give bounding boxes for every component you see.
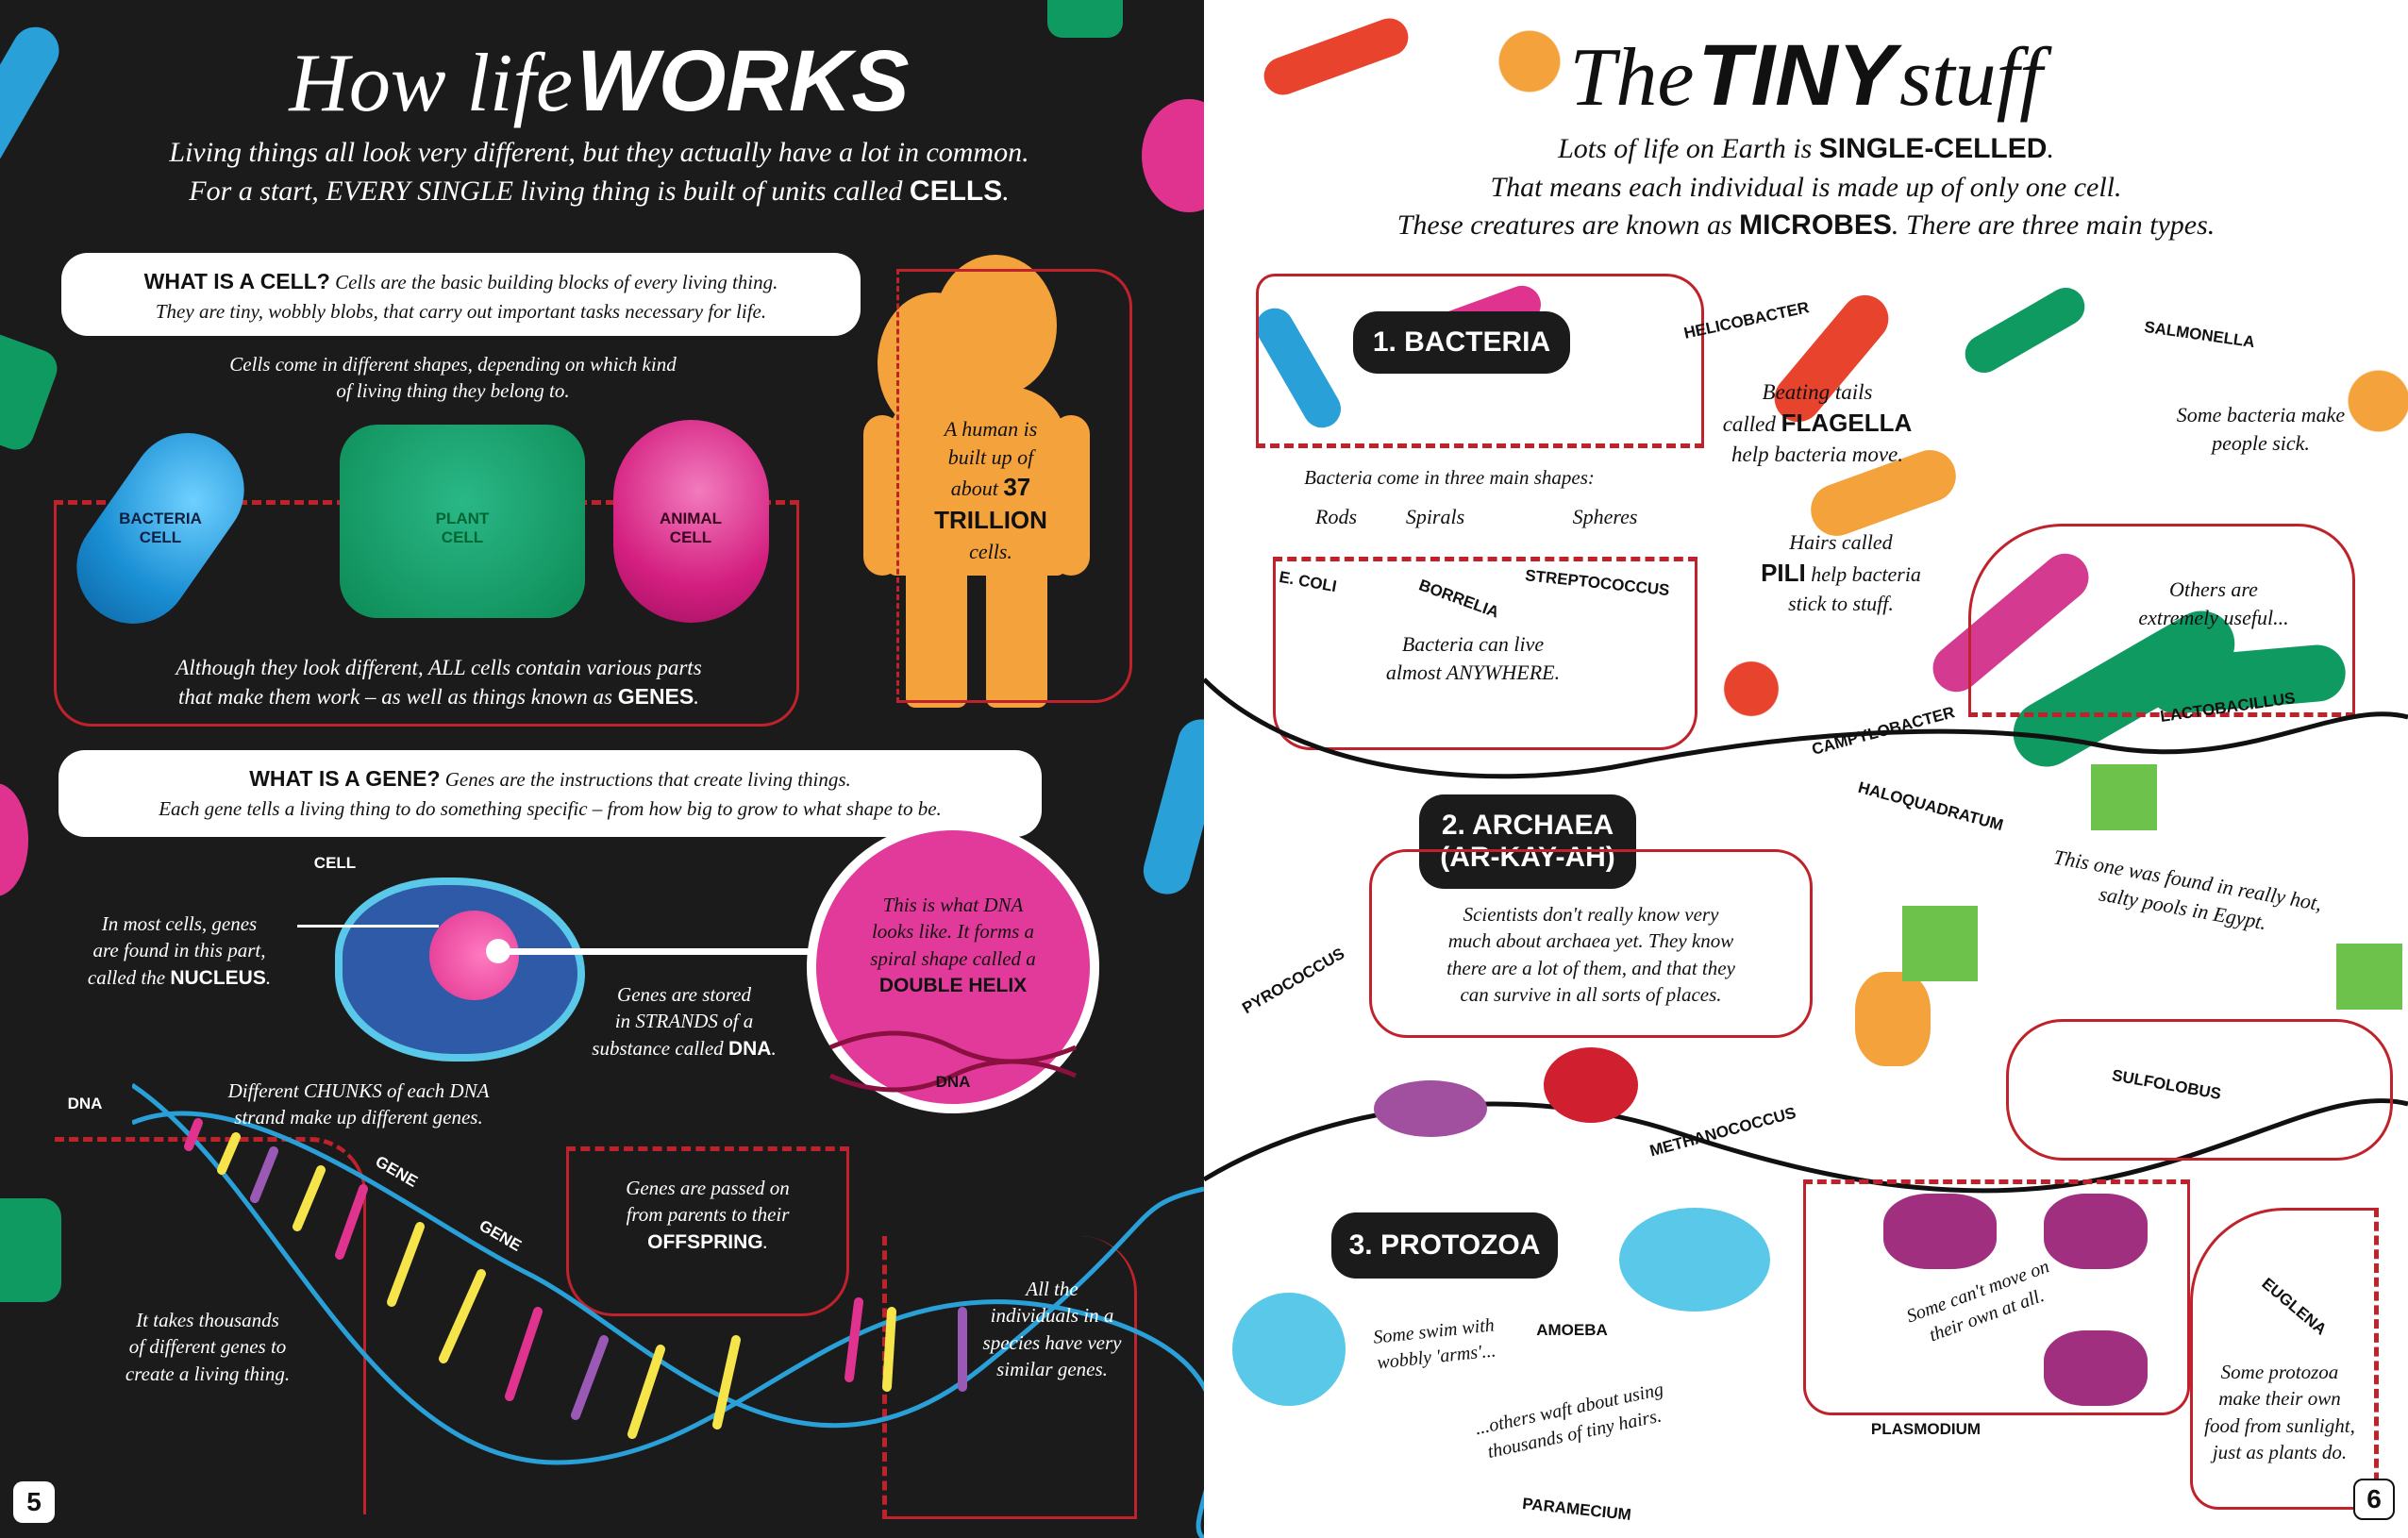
shape-spirals: Spirals	[1405, 505, 1465, 528]
intro-text: Living things all look very different, b…	[169, 137, 1029, 207]
decorative-microbe	[1232, 1293, 1346, 1406]
left-page: How life WORKS Living things all look ve…	[0, 0, 1236, 1538]
decorative-microbe	[2044, 1330, 2148, 1406]
decorative-microbe	[1487, 19, 1572, 104]
dna-label: DNA	[67, 1095, 103, 1112]
shapes-intro: Bacteria come in three main shapes:	[1304, 466, 1595, 489]
flagella-text: Beating tails called FLAGELLA help bacte…	[1722, 380, 1913, 467]
pointer-line	[297, 925, 439, 928]
decorative-microbe	[2336, 944, 2402, 1010]
double-helix-icon	[829, 1030, 1077, 1093]
cell-with-nucleus-image	[335, 878, 585, 1062]
decorative-microbe	[1883, 1194, 1997, 1269]
bacteria-heading: 1. BACTERIA	[1353, 311, 1570, 374]
red-outline	[1803, 1179, 2190, 1415]
pili-text: Hairs called PILI help bacteria stick to…	[1761, 530, 1921, 615]
pointer-line	[495, 948, 844, 955]
decorative-microbe	[1619, 1208, 1770, 1312]
decorative-microbe	[1714, 651, 1789, 727]
page-number: 6	[2353, 1479, 2395, 1520]
red-outline	[1273, 557, 1697, 750]
dna-circle-label: DNA	[935, 1073, 971, 1091]
decorative-microbe	[0, 1198, 61, 1302]
red-outline	[896, 269, 1132, 703]
page-title: How life WORKS	[289, 33, 910, 129]
genes-caption: Although they look different, ALL cells …	[176, 656, 702, 710]
decorative-microbe	[2336, 359, 2408, 443]
shape-spheres: Spheres	[1572, 505, 1638, 528]
cell-label: CELL	[313, 854, 357, 872]
decorative-microbe	[0, 327, 63, 456]
pointer-dot	[486, 939, 510, 963]
intro-text: Lots of life on Earth is SINGLE-CELLED. …	[1396, 133, 2216, 241]
right-page: The TINY stuff Lots of life on Earth is …	[1204, 0, 2408, 1538]
amoeba-label: AMOEBA	[1536, 1321, 1608, 1339]
page-number: 5	[13, 1481, 55, 1523]
what-is-a-cell-box: WHAT IS A CELL? Cells are the basic buil…	[61, 253, 861, 336]
red-outline	[2190, 1208, 2379, 1510]
decorative-microbe	[1958, 280, 2092, 380]
egypt-text: This one was found in really hot,salty p…	[2051, 844, 2324, 934]
plasmodium-label: PLASMODIUM	[1870, 1420, 1982, 1438]
red-outline	[566, 1146, 849, 1316]
page-title: The TINY stuff	[1569, 27, 2043, 124]
pyrococcus-label: PYROCOCCUS	[1239, 944, 1348, 1018]
plant-cell-image	[340, 425, 585, 618]
red-outline	[1256, 274, 1704, 448]
red-outline	[1369, 849, 1813, 1038]
what-is-a-gene-box: WHAT IS A GENE? Genes are the instructio…	[59, 750, 1042, 837]
red-outline	[1968, 524, 2355, 717]
red-outline	[55, 1137, 366, 1514]
red-outline	[2006, 1019, 2393, 1161]
dna-strand-illustration	[132, 1082, 1204, 1538]
decorative-microbe	[1902, 906, 1978, 981]
salmonella-label: SALMONELLA	[2143, 317, 2256, 352]
decorative-microbe	[1047, 0, 1123, 38]
decorative-microbe	[2044, 1194, 2148, 1269]
decorative-microbe	[2091, 764, 2157, 830]
protozoa-heading: 3. PROTOZOA	[1331, 1212, 1558, 1279]
decorative-microbe	[1544, 1047, 1638, 1123]
decorative-microbe	[1374, 1080, 1487, 1137]
decorative-microbe	[0, 783, 28, 896]
decorative-microbe	[1855, 972, 1931, 1066]
shape-rods: Rods	[1315, 505, 1357, 528]
cell-shapes-caption: Cells come in different shapes, dependin…	[229, 353, 677, 403]
archaea-heading: 2. ARCHAEA(AR-KAY-AH)	[1419, 794, 1636, 889]
animal-cell-image	[613, 420, 769, 623]
section-divider	[1204, 677, 2408, 779]
paramecium-label: PARAMECIUM	[1521, 1494, 1632, 1525]
